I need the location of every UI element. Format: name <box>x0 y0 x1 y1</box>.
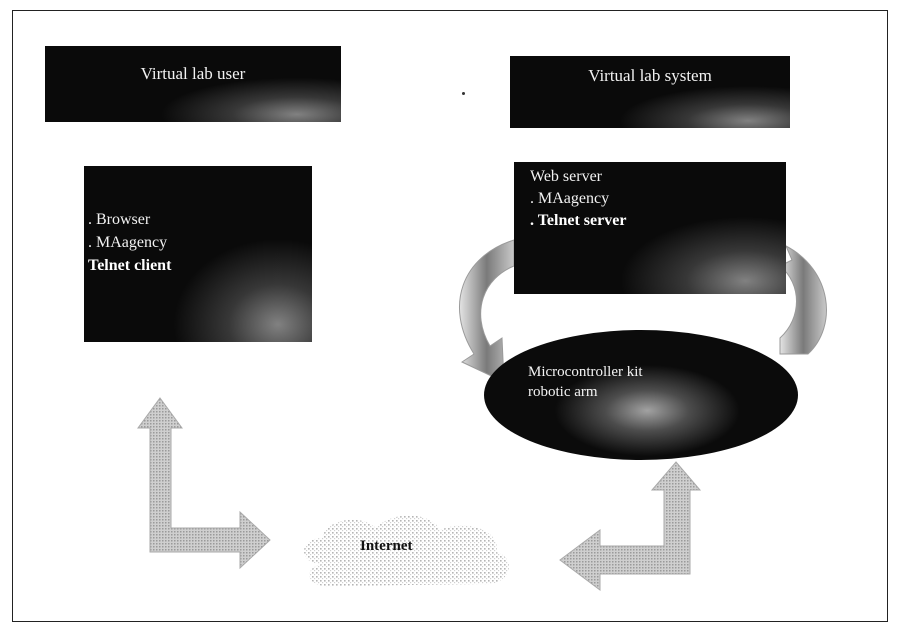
robot-kit-ellipse: Microcontroller kit robotic arm <box>484 330 798 460</box>
user-component-telnet-client: Telnet client <box>88 257 172 274</box>
robot-kit-line-1: Microcontroller kit <box>528 364 643 380</box>
system-components-box: Web server . MAagency . Telnet server <box>514 162 786 294</box>
right-connector-arrow <box>559 461 702 591</box>
internet-cloud-icon <box>304 515 509 587</box>
system-component-web-server: Web server <box>530 168 603 185</box>
internet-label: Internet <box>360 538 413 554</box>
cycle-arc-left <box>459 239 515 383</box>
user-components-box: . Browser . MAagency Telnet client <box>84 166 312 342</box>
diagram-frame <box>12 10 888 622</box>
virtual-lab-user-title: Virtual lab user <box>45 46 341 122</box>
left-connector-arrow <box>137 397 271 570</box>
cycle-arrows <box>459 239 827 383</box>
system-component-telnet-server: . Telnet server <box>530 212 627 229</box>
system-component-agency: . MAagency <box>530 190 610 207</box>
robot-kit-line-2: robotic arm <box>528 384 598 400</box>
cycle-arc-right <box>779 244 827 355</box>
user-component-browser: . Browser <box>88 211 151 228</box>
stray-dot <box>462 92 465 95</box>
virtual-lab-system-title: Virtual lab system <box>510 56 790 128</box>
user-component-agency: . MAagency <box>88 234 168 251</box>
